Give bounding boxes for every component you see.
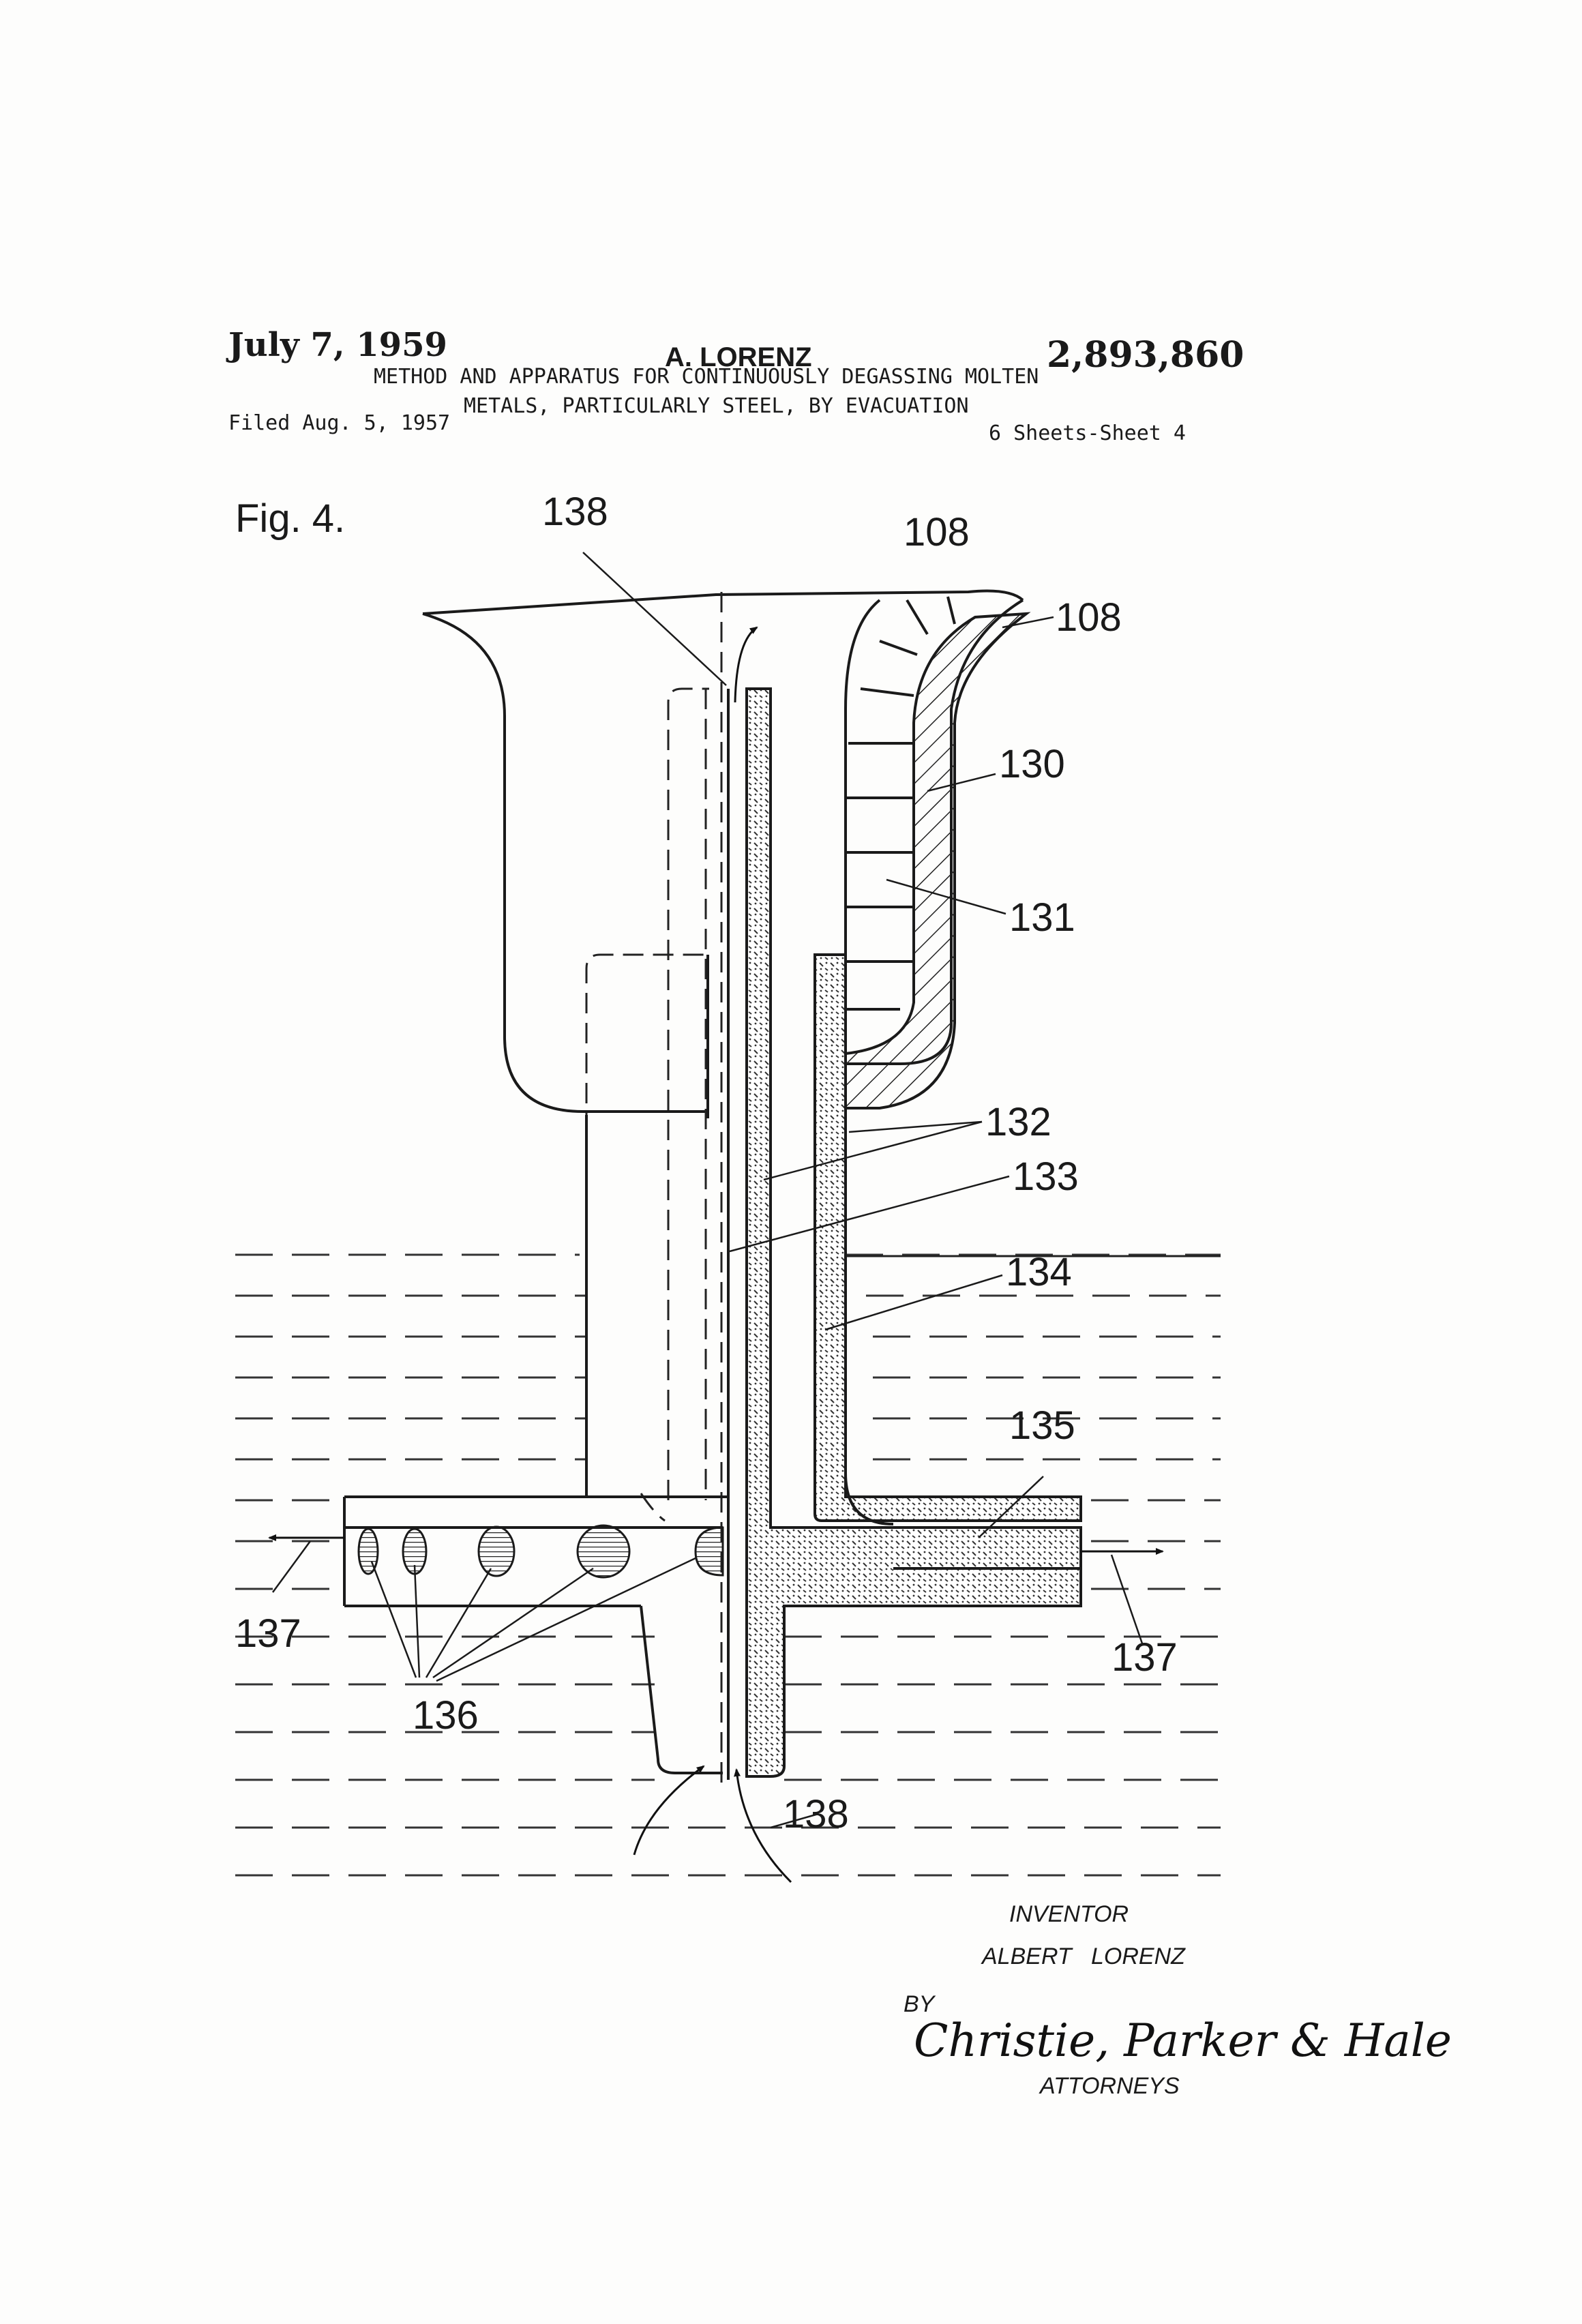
outlet-chamber-wall (846, 1105, 893, 1524)
callout-138-top: 138 (542, 490, 608, 534)
callout-137-left: 137 (235, 1611, 301, 1656)
lower-cylinder (586, 955, 708, 1497)
callout-134: 134 (1006, 1250, 1072, 1294)
callout-132: 132 (985, 1100, 1051, 1144)
callout-130: 130 (999, 742, 1065, 786)
callout-137-right: 137 (1111, 1635, 1178, 1680)
callout-135: 135 (1009, 1403, 1075, 1448)
inventor-full-name: ALBERT LORENZ (981, 1943, 1186, 1969)
callout-136: 136 (413, 1693, 479, 1738)
figure-label: Fig. 4. (235, 496, 345, 541)
callout-108-a: 108 (904, 510, 970, 554)
callout-138-bottom: 138 (783, 1792, 849, 1836)
callout-133: 133 (1013, 1154, 1079, 1199)
hidden-lines (586, 592, 721, 1787)
callout-108-b: 108 (1056, 595, 1122, 640)
outlet-holes-136 (359, 1525, 723, 1577)
callout-131: 131 (1009, 895, 1075, 940)
attorneys-caption: ATTORNEYS (1039, 2073, 1180, 2099)
by-label: BY (904, 1991, 936, 2017)
attorney-signature: Christie, Parker & Hale (914, 2014, 1452, 2067)
vacuum-vessel-108 (423, 591, 1026, 1112)
inventor-caption: INVENTOR (1009, 1901, 1129, 1927)
